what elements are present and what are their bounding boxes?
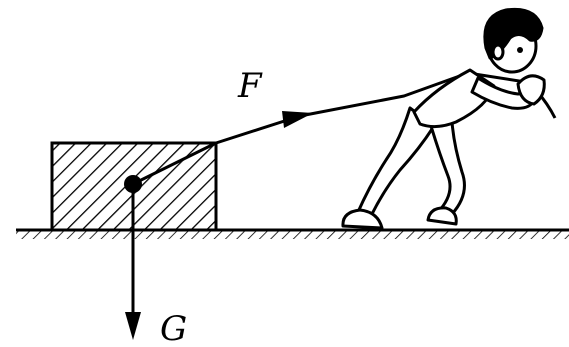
eye (517, 47, 523, 53)
ear (491, 43, 505, 61)
gravity-arrowhead (125, 312, 141, 340)
front-shoe (426, 206, 458, 226)
force-f-arrowhead (282, 111, 313, 128)
force-f-label: F (237, 66, 263, 106)
ground-hatching (16, 230, 569, 239)
force-g-label: G (160, 309, 187, 347)
center-of-mass-dot (124, 175, 142, 193)
front-leg (426, 114, 466, 216)
person-pulling (341, 7, 546, 230)
gravity-vector (125, 184, 141, 340)
back-shoe (341, 208, 384, 230)
hands (516, 74, 546, 106)
